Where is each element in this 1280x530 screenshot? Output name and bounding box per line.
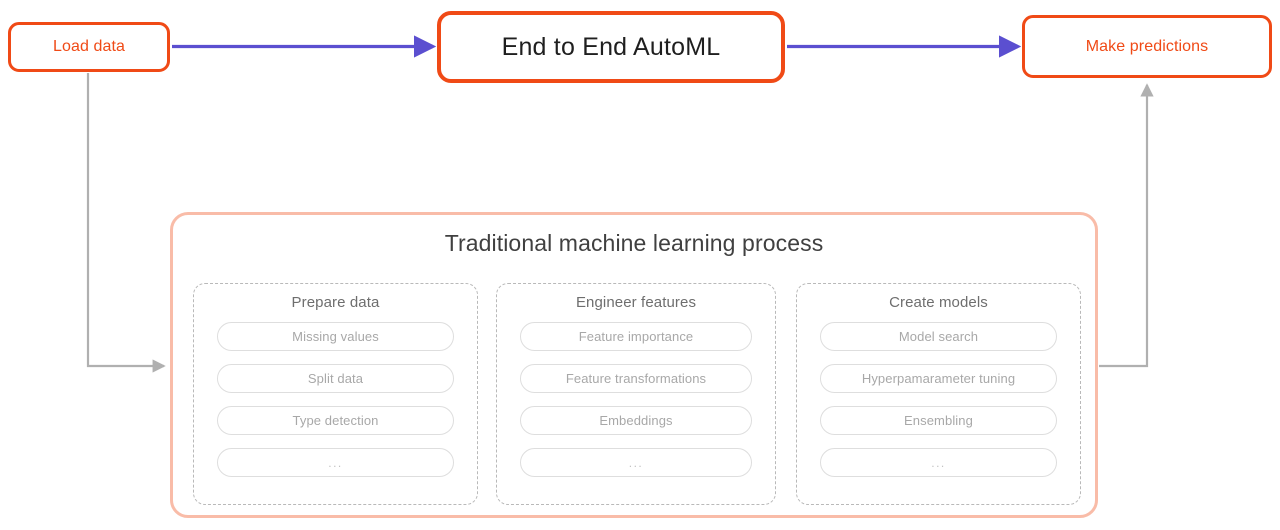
stage-create-models-title: Create models: [889, 294, 988, 311]
stage-create-models[interactable]: Create models Model search Hyperpamarame…: [796, 283, 1081, 505]
stage-item-type-detection[interactable]: Type detection: [217, 406, 454, 435]
load-data-label: Load data: [52, 38, 126, 55]
stage-item-split-data[interactable]: Split data: [217, 364, 454, 393]
traditional-process-title: Traditional machine learning process: [444, 230, 824, 256]
stage-item-embeddings[interactable]: Embeddings: [520, 406, 752, 435]
arrow-load-data-to-traditional: [86, 73, 166, 373]
stage-prepare-data-title: Prepare data: [291, 294, 380, 311]
traditional-process-container: Traditional machine learning process Pre…: [170, 212, 1098, 518]
stage-item-missing-values[interactable]: Missing values: [217, 322, 454, 351]
stage-create-models-items: Model search Hyperpamarameter tuning Ens…: [820, 322, 1057, 477]
stage-engineer-features[interactable]: Engineer features Feature importance Fea…: [496, 283, 776, 505]
stage-item-more-prepare-data[interactable]: ...: [217, 448, 454, 477]
load-data-box[interactable]: Load data: [8, 22, 170, 72]
end-to-end-automl-box[interactable]: End to End AutoML: [437, 11, 785, 83]
stage-prepare-data[interactable]: Prepare data Missing values Split data T…: [193, 283, 478, 505]
arrow-traditional-to-make-predictions: [1099, 83, 1154, 368]
stage-item-model-search[interactable]: Model search: [820, 322, 1057, 351]
stage-engineer-features-title: Engineer features: [575, 294, 697, 311]
stage-item-feature-transformations[interactable]: Feature transformations: [520, 364, 752, 393]
stage-item-more-create-models[interactable]: ...: [820, 448, 1057, 477]
stage-item-hyperparameter-tuning[interactable]: Hyperpamarameter tuning: [820, 364, 1057, 393]
make-predictions-box[interactable]: Make predictions: [1022, 15, 1272, 78]
stage-engineer-features-items: Feature importance Feature transformatio…: [520, 322, 752, 477]
end-to-end-automl-label: End to End AutoML: [501, 32, 721, 61]
stage-item-more-engineer-features[interactable]: ...: [520, 448, 752, 477]
stage-item-ensembling[interactable]: Ensembling: [820, 406, 1057, 435]
make-predictions-label: Make predictions: [1085, 37, 1209, 55]
stage-item-feature-importance[interactable]: Feature importance: [520, 322, 752, 351]
stage-prepare-data-items: Missing values Split data Type detection…: [217, 322, 454, 477]
